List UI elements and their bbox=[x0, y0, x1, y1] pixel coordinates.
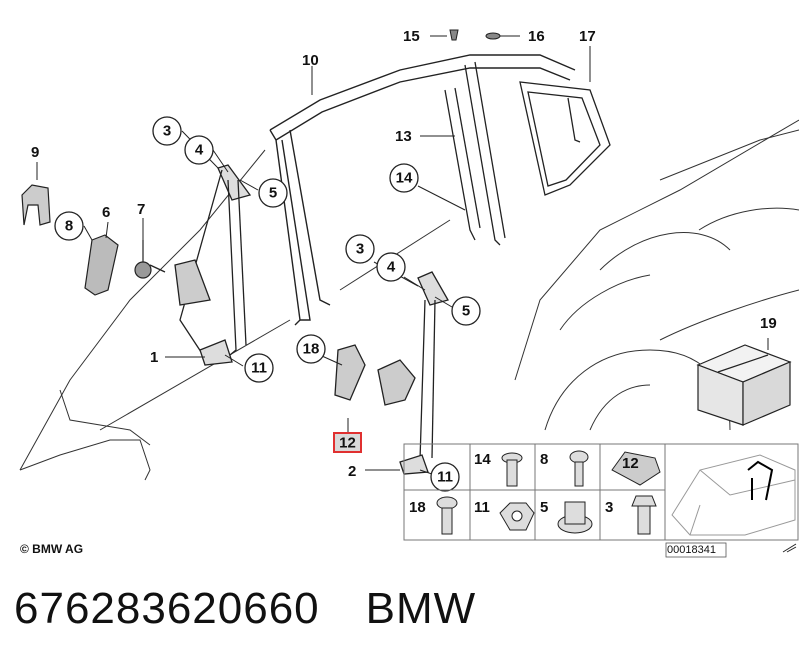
grid-label-14: 14 bbox=[474, 451, 491, 468]
callout-4a: 4 bbox=[184, 135, 214, 165]
callout-6: 6 bbox=[102, 204, 110, 221]
part-19-box bbox=[696, 344, 792, 426]
callout-17: 17 bbox=[579, 28, 596, 45]
hex-nut-icon bbox=[499, 502, 535, 531]
flange-nut-icon bbox=[557, 501, 593, 534]
callout-13: 13 bbox=[395, 128, 412, 145]
svg-text:11: 11 bbox=[251, 360, 267, 377]
rear-window-regulator bbox=[334, 271, 449, 475]
callout-2: 2 bbox=[348, 463, 356, 480]
callout-8: 8 bbox=[54, 211, 84, 241]
callout-14: 14 bbox=[389, 163, 419, 193]
callout-3b: 3 bbox=[345, 234, 375, 264]
callout-11b: 11 bbox=[430, 462, 460, 492]
callout-18: 18 bbox=[296, 334, 326, 364]
callout-12-highlighted: 12 bbox=[333, 432, 362, 453]
front-window-regulator bbox=[149, 164, 252, 366]
copyright-text: © BMW AG bbox=[20, 542, 83, 556]
window-frame bbox=[269, 54, 576, 326]
callout-5a: 5 bbox=[258, 178, 288, 208]
grid-label-11: 11 bbox=[474, 499, 490, 516]
clip-nut-icon bbox=[611, 451, 661, 486]
screw-icon bbox=[436, 496, 458, 535]
part-number: 676283620660 bbox=[14, 584, 320, 633]
callout-19: 19 bbox=[760, 315, 777, 332]
grid-label-12: 12 bbox=[622, 455, 639, 472]
brand-name: BMW bbox=[365, 584, 477, 633]
svg-text:5: 5 bbox=[462, 303, 470, 320]
grid-label-18: 18 bbox=[409, 499, 426, 516]
callout-5b: 5 bbox=[451, 296, 481, 326]
arrow-icon bbox=[782, 543, 797, 553]
callout-15: 15 bbox=[403, 28, 420, 45]
callout-1: 1 bbox=[150, 349, 158, 366]
car-thumbnail-icon bbox=[671, 454, 796, 536]
callout-7: 7 bbox=[137, 201, 145, 218]
screw-icon bbox=[569, 450, 589, 487]
screw-icon bbox=[501, 452, 523, 487]
svg-text:4: 4 bbox=[195, 142, 204, 159]
svg-text:18: 18 bbox=[303, 341, 320, 358]
grid-label-8: 8 bbox=[540, 451, 548, 468]
footer-caption: 676283620660 BMW bbox=[14, 584, 476, 634]
svg-text:12: 12 bbox=[339, 435, 356, 452]
reference-number: 00018341 bbox=[667, 544, 716, 556]
callout-16: 16 bbox=[528, 28, 545, 45]
hardware-grid: 14 8 12 18 11 5 3 bbox=[403, 443, 799, 558]
guide-rails bbox=[444, 61, 506, 246]
svg-text:3: 3 bbox=[163, 123, 171, 140]
svg-text:3: 3 bbox=[356, 241, 364, 258]
crank-parts bbox=[21, 184, 152, 296]
clip-parts bbox=[449, 29, 501, 41]
svg-text:5: 5 bbox=[269, 185, 277, 202]
callout-4b: 4 bbox=[376, 252, 406, 282]
parts-diagram: 3 4 5 8 11 14 3 4 5 18 11 9 6 7 10 bbox=[19, 28, 799, 558]
svg-text:14: 14 bbox=[396, 170, 413, 187]
callout-3a: 3 bbox=[152, 116, 182, 146]
svg-text:4: 4 bbox=[387, 259, 396, 276]
svg-text:8: 8 bbox=[65, 218, 73, 235]
grid-label-3: 3 bbox=[605, 499, 613, 516]
bolt-icon bbox=[631, 495, 657, 535]
quarter-glass bbox=[519, 81, 611, 196]
svg-text:11: 11 bbox=[437, 469, 453, 486]
callout-9: 9 bbox=[31, 144, 39, 161]
leader-lines bbox=[36, 35, 769, 475]
callout-11a: 11 bbox=[244, 353, 274, 383]
callout-10: 10 bbox=[302, 52, 319, 69]
grid-label-5: 5 bbox=[540, 499, 548, 516]
